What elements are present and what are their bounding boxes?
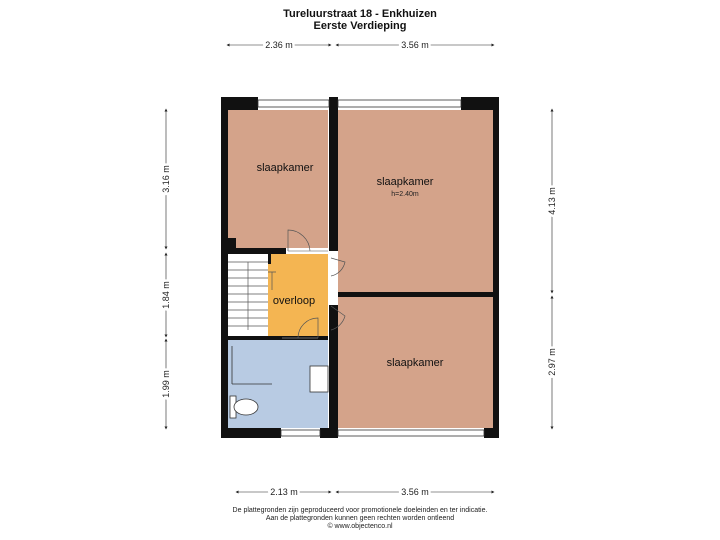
room-label-bedroom-top-right: slaapkamer xyxy=(377,176,434,188)
staircase xyxy=(228,261,276,330)
bedroom-bottom-right[interactable] xyxy=(338,297,493,428)
toilet-bowl xyxy=(233,398,259,416)
dim-right-bottom: 2.97 m xyxy=(547,348,557,376)
disclaimer-line-1: De plattegronden zijn geproduceerd voor … xyxy=(232,507,488,514)
room-label-bedroom-top-left: slaapkamer xyxy=(257,162,314,174)
dim-right-top: 4.13 m xyxy=(547,187,557,215)
dim-left-middle: 1.84 m xyxy=(161,281,171,309)
dim-left-top: 3.16 m xyxy=(161,165,171,193)
disclaimer-line-2: Aan de plattegronden kunnen geen rechten… xyxy=(265,515,455,522)
windows xyxy=(257,99,485,437)
bathroom-fixtures xyxy=(229,346,329,419)
copyright-link[interactable]: © www.objectenco.nl xyxy=(327,523,393,530)
bedroom-top-left[interactable] xyxy=(228,110,328,248)
washbasin xyxy=(309,365,329,393)
bedroom-top-right[interactable] xyxy=(338,110,493,292)
room-height-label: h=2.40m xyxy=(391,191,419,198)
floor-subtitle: Eerste Verdieping xyxy=(313,20,407,32)
dim-left-bottom: 1.99 m xyxy=(161,370,171,398)
door-swings xyxy=(282,229,346,339)
dim-bottom-right: 3.56 m xyxy=(401,487,429,497)
room-label-bedroom-bottom-right: slaapkamer xyxy=(387,357,444,369)
room-label-landing: overloop xyxy=(273,295,315,307)
plan-title: Tureluurstraat 18 - Enkhuizen xyxy=(283,8,437,20)
dimension-lines xyxy=(164,43,554,494)
dim-bottom-left: 2.13 m xyxy=(270,487,298,497)
dim-top-left: 2.36 m xyxy=(265,40,293,50)
walls xyxy=(221,97,499,438)
dim-top-right: 3.56 m xyxy=(401,40,429,50)
